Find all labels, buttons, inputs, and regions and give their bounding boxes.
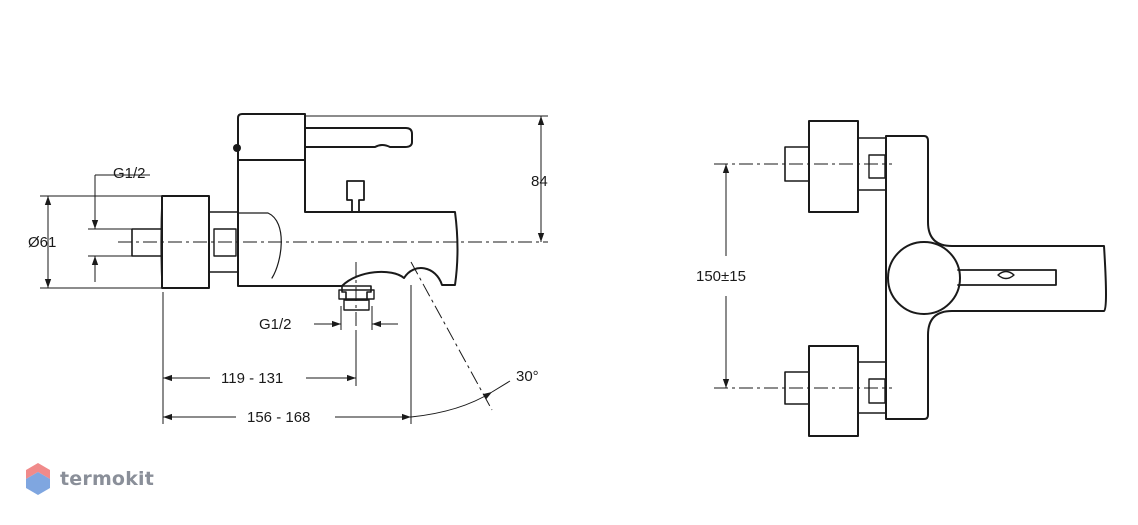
top-pipe (784, 146, 810, 182)
dim-inlet-spacing: 150±15 (696, 268, 746, 285)
dim-thread-outlet: G1/2 (259, 316, 292, 333)
bottom-nut (808, 345, 859, 437)
bottom-pipe (784, 371, 810, 405)
termokit-logo-icon (26, 463, 50, 495)
cartridge (237, 113, 306, 161)
dim-body-diameter: Ø61 (28, 234, 56, 251)
inlet-nut (161, 195, 210, 289)
dim-height: 84 (531, 173, 548, 190)
brand-name: termokit (60, 468, 155, 490)
dim-thread-inlet: G1/2 (113, 165, 146, 182)
dim-offset-outlet: 119 - 131 (221, 370, 283, 387)
cartridge-circle (887, 241, 961, 315)
center-lines-front (714, 163, 892, 389)
main-body (237, 159, 459, 287)
brand-watermark: termokit (24, 462, 154, 496)
center-lines-side (118, 241, 548, 411)
handle-lever (304, 127, 413, 148)
diverter-knob (346, 180, 365, 213)
dimension-lines-side (40, 115, 548, 424)
side-view (131, 113, 459, 311)
top-nut (808, 120, 859, 213)
dim-offset-spout: 156 - 168 (247, 409, 310, 426)
dim-spout-angle: 30° (516, 368, 539, 385)
front-lever (957, 269, 1057, 286)
front-view (784, 120, 1107, 437)
front-body (885, 135, 1107, 420)
inlet-pipe (131, 228, 163, 257)
